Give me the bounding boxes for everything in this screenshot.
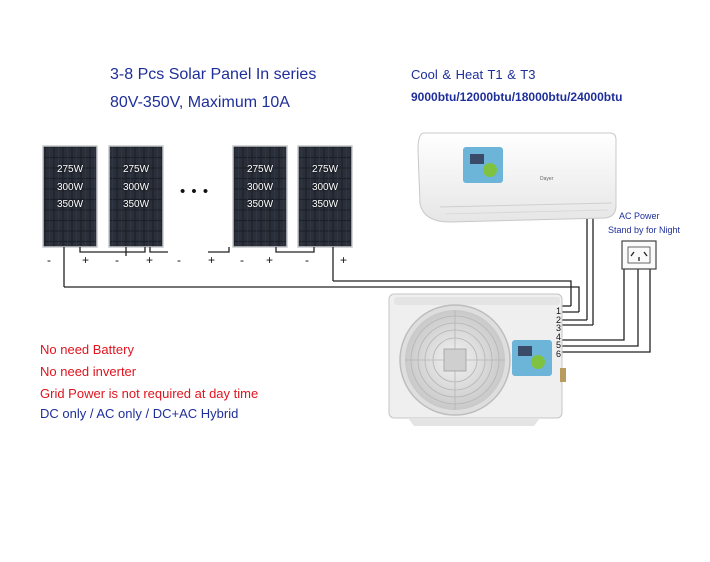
panel-2-watt-label: 300W	[122, 182, 150, 193]
terminal-number: 5	[556, 340, 562, 351]
minus-terminal-mark: -	[47, 253, 51, 267]
panel-ellipsis: • • •	[180, 183, 210, 200]
terminal-number: 4	[556, 331, 562, 342]
panel-2-watt-label: 275W	[122, 164, 150, 175]
ac-spec-line1: Cool & Heat T1 & T3	[411, 67, 536, 82]
plus-terminal-mark: +	[340, 253, 348, 267]
panel-3-watt-label: 350W	[246, 199, 274, 210]
terminal-number: 1	[556, 306, 562, 316]
terminal-number: 6	[556, 349, 562, 359]
solar-panel-2	[108, 145, 164, 248]
plus-terminal-mark: +	[266, 253, 274, 267]
plus-terminal-mark: +	[208, 253, 216, 267]
panel-4-watt-label: 275W	[311, 164, 339, 175]
solar-panel-3	[232, 145, 288, 248]
minus-terminal-mark: -	[305, 253, 309, 267]
panel-3-watt-label: 300W	[246, 182, 274, 193]
panel-1-watt-label: 275W	[56, 164, 84, 175]
panel-4-watt-label: 350W	[311, 199, 339, 210]
outdoor-ac-unit	[388, 293, 566, 426]
panels-title-line1: 3-8 Pcs Solar Panel In series	[110, 66, 317, 83]
minus-terminal-mark: -	[177, 253, 181, 267]
indoor-ac-unit: Dayer	[417, 132, 617, 223]
solar-panel-4	[297, 145, 353, 248]
panel-1-watt-label: 300W	[56, 182, 84, 193]
terminal-number: 3	[556, 323, 562, 334]
panel-4-watt-label: 300W	[311, 182, 339, 193]
terminal-number: 2	[556, 314, 562, 325]
panel-1-watt-label: 350W	[56, 199, 84, 210]
outlet-label-2: Stand by for Night	[608, 225, 681, 235]
minus-terminal-mark: -	[240, 253, 244, 267]
plus-terminal-mark: +	[82, 253, 90, 267]
panel-2-watt-label: 350W	[122, 199, 150, 210]
panels-title-line2: 80V-350V, Maximum 10A	[110, 94, 290, 111]
note-grid-power: Grid Power is not required at day time	[40, 386, 259, 401]
ac-spec-line2: 9000btu/12000btu/18000btu/24000btu	[411, 90, 623, 104]
panel-3-watt-label: 275W	[246, 164, 274, 175]
plus-terminal-mark: +	[146, 253, 154, 267]
ac-outlet	[621, 240, 657, 270]
series-wires	[63, 216, 651, 353]
note-no-inverter: No need inverter	[40, 364, 137, 379]
svg-text:Dayer: Dayer	[540, 176, 554, 182]
note-no-battery: No need Battery	[40, 342, 134, 357]
outlet-label-1: AC Power	[619, 211, 660, 221]
solar-panel-1	[42, 145, 98, 248]
minus-terminal-mark: -	[115, 253, 119, 267]
note-modes: DC only / AC only / DC+AC Hybrid	[40, 406, 239, 421]
